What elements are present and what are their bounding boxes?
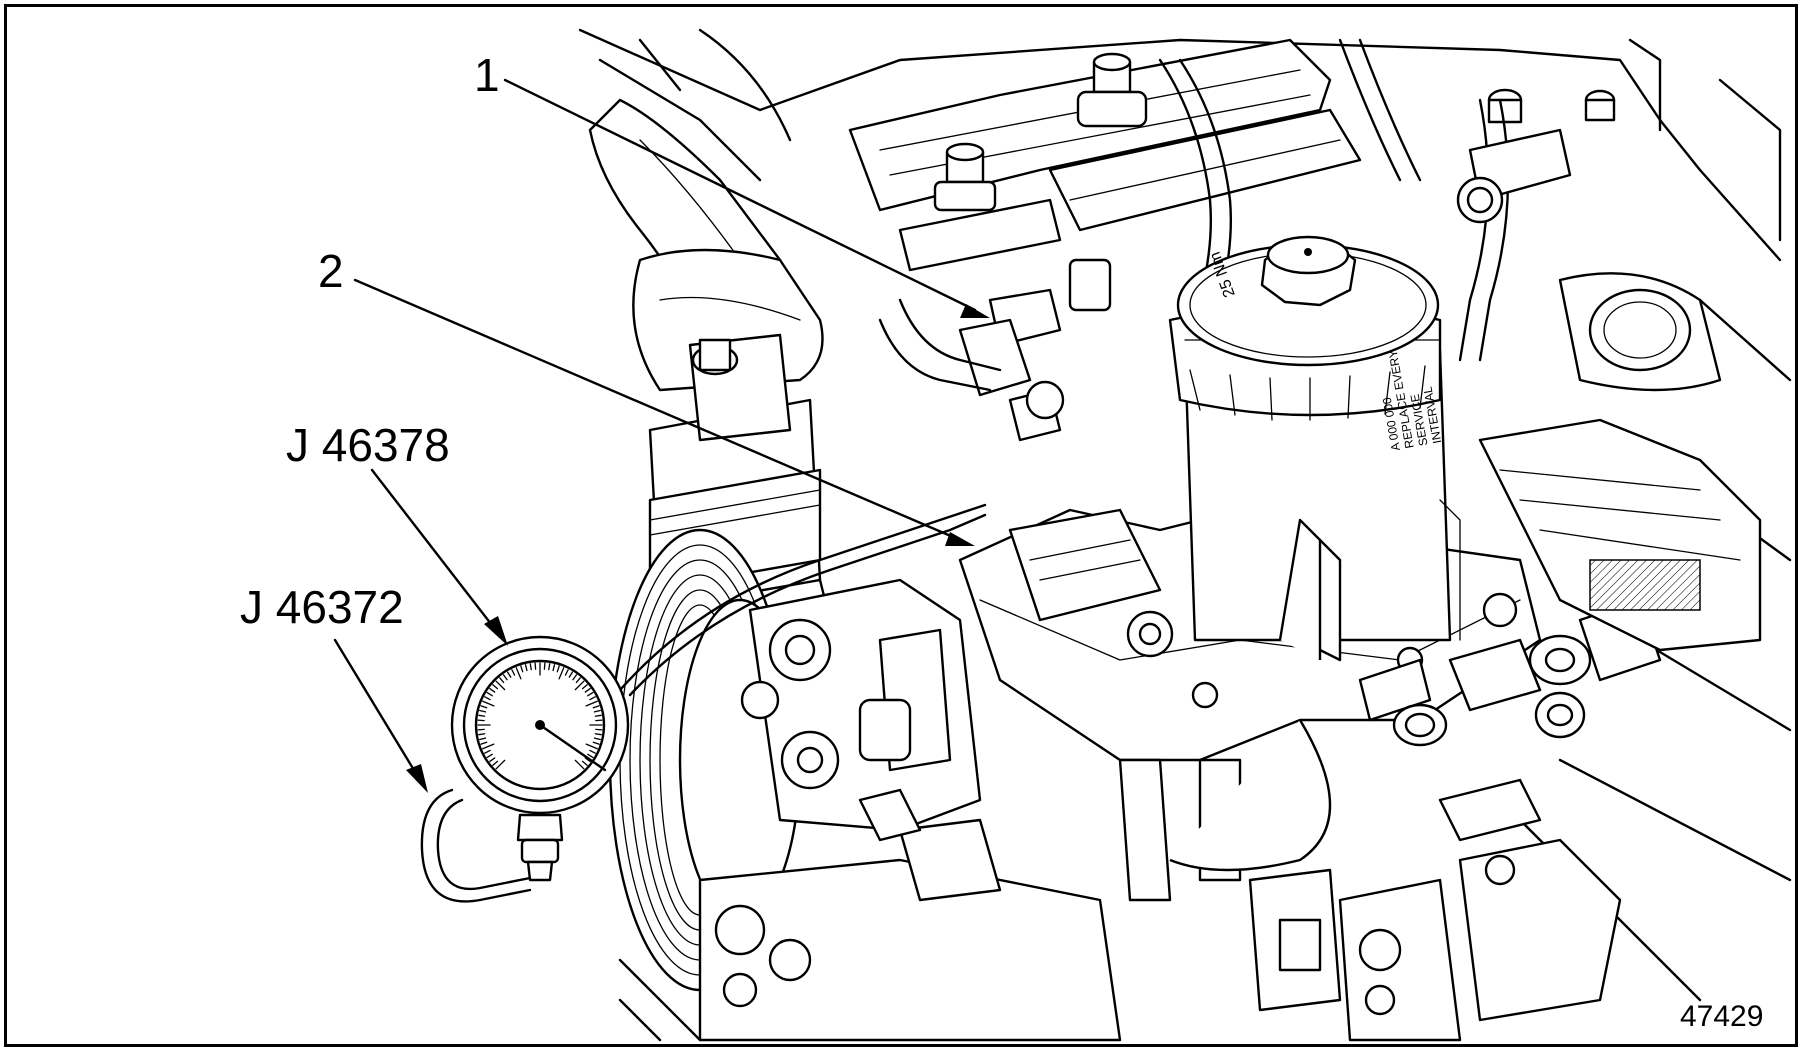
gauge-tick — [478, 714, 486, 717]
gauge-tick — [499, 677, 505, 684]
gauge-tick — [480, 705, 488, 709]
gauge-tick — [584, 757, 591, 763]
gauge-tick — [552, 664, 556, 672]
gauge-tick — [585, 700, 598, 707]
callout-gauge-tool: J 46378 — [286, 419, 450, 471]
gauge-tick — [581, 760, 588, 766]
gauge-tick — [592, 741, 600, 745]
pump-bracket — [740, 578, 982, 832]
wiring-harness-right — [1478, 272, 1762, 652]
gauge-tick — [572, 674, 578, 681]
gauge-line — [618, 503, 987, 697]
gauge-tick — [515, 667, 522, 680]
gauge-tick — [484, 696, 491, 701]
gauge-tick — [574, 759, 585, 770]
callout-hose-tool: J 46372 — [240, 581, 404, 633]
gauge-tick — [492, 684, 499, 690]
gauge-tick — [594, 714, 602, 717]
callout-2: 2 — [318, 245, 344, 297]
gauge-tick — [584, 687, 591, 693]
gauge-hose — [420, 788, 532, 903]
gauge-tick — [489, 687, 496, 693]
gauge-tick — [479, 737, 487, 741]
gauge-tick — [486, 691, 493, 697]
gauge-tick — [593, 709, 601, 713]
gauge-tick — [556, 665, 560, 673]
gauge-tick — [489, 757, 496, 763]
gauge-tick — [484, 749, 491, 754]
callout-leaders — [333, 78, 990, 793]
gauge-tick — [479, 709, 487, 713]
gauge-tick — [581, 684, 588, 690]
gauge-tick — [589, 696, 596, 701]
gauge-tick — [574, 680, 585, 691]
gauge-tick — [482, 700, 495, 707]
gauge-tick — [594, 733, 602, 736]
gauge-tick — [506, 671, 512, 678]
gauge-tick — [585, 743, 598, 750]
gauge-tick — [587, 691, 594, 697]
gauge-tick — [486, 753, 493, 759]
gauge-tick — [548, 663, 551, 671]
gauge-tick — [589, 749, 596, 754]
gauge-tick — [478, 733, 486, 736]
gauge-tick — [529, 663, 532, 671]
gauge-tick — [502, 674, 508, 681]
gauge-tick — [587, 753, 594, 759]
pressure-gauge — [450, 635, 630, 882]
gauge-tick — [511, 669, 516, 676]
injector-connector — [878, 258, 1112, 442]
gauge-tick — [480, 741, 488, 745]
gauge-tick — [558, 667, 565, 680]
engine-block-outline — [578, 28, 1792, 1042]
gauge-tick — [482, 743, 495, 750]
gauge-tick — [520, 665, 524, 673]
fuel-filter-canister: 25 Nm A 000 000 REPLACE EVERY SERVICE IN… — [1168, 235, 1461, 662]
gauge-tick — [593, 737, 601, 741]
callout-1: 1 — [474, 49, 500, 101]
outlet-fittings — [1358, 598, 1662, 747]
gauge-tick — [495, 680, 506, 691]
gauge-tick — [575, 677, 581, 684]
rail-bolts — [933, 52, 1616, 212]
gauge-tick — [495, 759, 506, 770]
gauge-tick — [524, 664, 528, 672]
figure-number: 47429 — [1680, 1000, 1764, 1033]
gauge-tick — [568, 671, 574, 678]
gauge-tick — [592, 705, 600, 709]
gauge-tick — [492, 760, 499, 766]
gauge-tick — [564, 669, 569, 676]
lower-engine-parts — [698, 778, 1622, 1042]
